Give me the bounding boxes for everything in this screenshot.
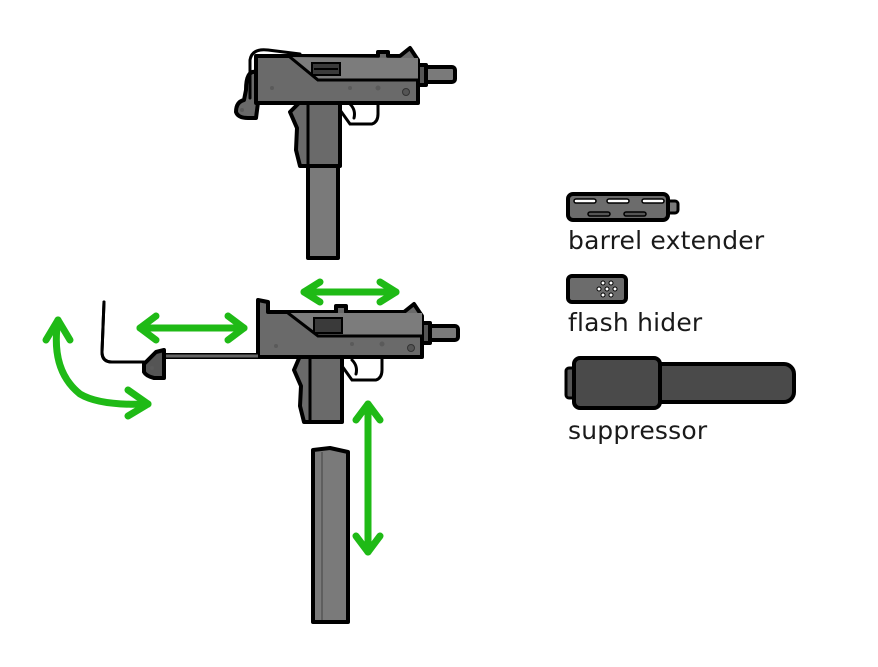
flash-hider-icon bbox=[566, 274, 628, 304]
stock-slide-arrow bbox=[136, 312, 248, 344]
assembled-magazine bbox=[306, 160, 340, 260]
suppressor-icon bbox=[564, 356, 796, 410]
magazine bbox=[311, 446, 350, 624]
magazine-insert-arrow bbox=[352, 400, 384, 556]
suppressor-label: suppressor bbox=[568, 416, 708, 445]
disassembled-smg bbox=[256, 298, 460, 424]
bolt-window bbox=[313, 317, 343, 334]
grip bbox=[288, 100, 342, 168]
flash-hider-label: flash hider bbox=[568, 308, 703, 337]
trigger-guard bbox=[340, 356, 384, 382]
stock-buttplate bbox=[142, 348, 166, 380]
trigger-guard bbox=[338, 100, 380, 126]
folding-stock bbox=[100, 300, 258, 380]
grip bbox=[292, 354, 344, 424]
assembled-smg bbox=[234, 46, 457, 260]
folded-stock-wire bbox=[248, 48, 302, 100]
stock-fold-arrow bbox=[42, 316, 152, 420]
bolt-slide-arrow bbox=[300, 278, 400, 306]
barrel-extender-icon bbox=[566, 192, 680, 222]
barrel-extender-label: barrel extender bbox=[568, 226, 765, 255]
barrel bbox=[426, 324, 460, 342]
